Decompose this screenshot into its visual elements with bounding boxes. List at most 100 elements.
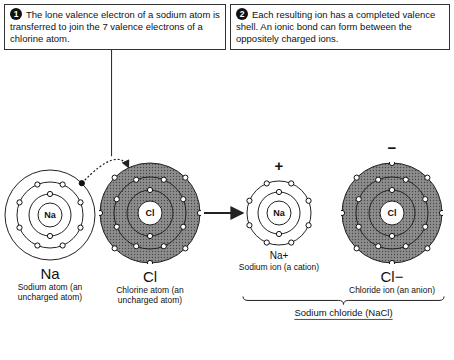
electron bbox=[134, 244, 139, 249]
electron bbox=[147, 233, 152, 238]
electron bbox=[17, 200, 22, 205]
nucleus-symbol: Cl bbox=[138, 201, 162, 225]
electron bbox=[114, 197, 119, 202]
nucleus-symbol: Na bbox=[38, 203, 62, 227]
outer-shell bbox=[100, 163, 200, 263]
electron bbox=[356, 224, 361, 229]
atom-description: Sodium atom (an uncharged atom) bbox=[0, 282, 100, 302]
electron bbox=[47, 233, 52, 238]
atom-caption: Na+Sodium ion (a cation) bbox=[229, 250, 329, 272]
compound-label: Sodium chloride (NaCl) bbox=[294, 307, 392, 318]
step-box: 1The lone valence electron of a sodium a… bbox=[4, 4, 226, 50]
electron-shell bbox=[356, 177, 428, 249]
electron bbox=[134, 177, 139, 182]
electron bbox=[161, 244, 166, 249]
electron bbox=[181, 197, 186, 202]
electron bbox=[60, 182, 65, 187]
electron bbox=[112, 246, 117, 251]
electron-shell bbox=[29, 194, 71, 236]
electron bbox=[79, 181, 84, 186]
atom-description: Chloride ion (an anion) bbox=[342, 285, 442, 295]
electron bbox=[423, 224, 428, 229]
electron bbox=[306, 223, 311, 228]
electron bbox=[147, 187, 152, 192]
leader-line bbox=[111, 50, 112, 157]
electron bbox=[35, 182, 40, 187]
electron bbox=[147, 260, 152, 264]
electron bbox=[439, 210, 443, 215]
electron bbox=[289, 181, 294, 186]
electron bbox=[247, 223, 252, 228]
electron bbox=[99, 210, 103, 215]
step-box: 2Each resulting ion has a completed vale… bbox=[230, 4, 450, 50]
atom-caption: NaSodium atom (an uncharged atom) bbox=[0, 265, 100, 303]
electron bbox=[161, 177, 166, 182]
electron bbox=[354, 175, 359, 180]
element-symbol: Cl− bbox=[342, 268, 442, 285]
outer-shell bbox=[247, 181, 311, 245]
label-underline bbox=[294, 319, 392, 320]
nucleus: Cl bbox=[380, 201, 404, 225]
electron bbox=[389, 260, 394, 264]
element-symbol: Cl bbox=[100, 268, 200, 285]
element-symbol: Na+ bbox=[229, 250, 329, 262]
reaction-arrow bbox=[204, 212, 243, 214]
electron bbox=[389, 162, 394, 166]
atom-circle: ClChlorine atom (an uncharged atom)Cl bbox=[100, 163, 200, 263]
electron bbox=[35, 243, 40, 248]
charge-sign: + bbox=[275, 157, 284, 174]
electron-shell bbox=[127, 190, 173, 236]
electron bbox=[276, 231, 281, 236]
nucleus-circle bbox=[380, 201, 404, 225]
electron bbox=[306, 198, 311, 203]
electron bbox=[60, 243, 65, 248]
nucleus: Na bbox=[267, 201, 291, 225]
electron bbox=[78, 225, 83, 230]
electron bbox=[114, 224, 119, 229]
electron-shell bbox=[258, 192, 300, 234]
ion-circle: Na+Sodium ion (a cation)Na bbox=[247, 181, 311, 245]
step-text: Each resulting ion has a completed valen… bbox=[236, 9, 435, 44]
outer-shell bbox=[5, 170, 95, 260]
atom-description: Chlorine atom (an uncharged atom) bbox=[100, 285, 200, 305]
electron-shell bbox=[369, 190, 415, 236]
nucleus-circle bbox=[38, 203, 62, 227]
atom-circle: NaSodium atom (an uncharged atom)Na bbox=[5, 170, 95, 260]
electron bbox=[341, 210, 345, 215]
element-symbol: Na bbox=[0, 265, 100, 282]
electron bbox=[354, 246, 359, 251]
electron bbox=[17, 225, 22, 230]
electron bbox=[403, 244, 408, 249]
step-text: The lone valence electron of a sodium at… bbox=[10, 9, 220, 44]
atom-caption: Cl−Chloride ion (an anion) bbox=[342, 268, 442, 295]
nucleus-circle bbox=[138, 201, 162, 225]
electron bbox=[47, 191, 52, 196]
electron bbox=[247, 198, 252, 203]
electron bbox=[389, 233, 394, 238]
atom-caption: ClChlorine atom (an uncharged atom) bbox=[100, 268, 200, 306]
electron bbox=[403, 177, 408, 182]
electron bbox=[264, 181, 269, 186]
electron bbox=[197, 210, 201, 215]
electron bbox=[423, 197, 428, 202]
outer-shell bbox=[342, 163, 442, 263]
electron bbox=[425, 246, 430, 251]
nucleus: Na bbox=[38, 203, 62, 227]
nucleus-symbol: Na bbox=[267, 201, 291, 225]
charge-sign: − bbox=[388, 139, 397, 156]
step-number: 2 bbox=[236, 8, 248, 20]
electron bbox=[264, 240, 269, 245]
atom-description: Sodium ion (a cation) bbox=[229, 262, 329, 272]
electron bbox=[289, 240, 294, 245]
electron bbox=[276, 189, 281, 194]
electron bbox=[78, 200, 83, 205]
electron bbox=[183, 246, 188, 251]
electron bbox=[376, 177, 381, 182]
bracket bbox=[243, 296, 444, 304]
atom-circle: Cl−Chloride ion (an anion)Cl bbox=[342, 163, 442, 263]
electron-shell bbox=[17, 182, 83, 248]
electron bbox=[425, 175, 430, 180]
electron-shell bbox=[114, 177, 186, 249]
nucleus-symbol: Cl bbox=[380, 201, 404, 225]
